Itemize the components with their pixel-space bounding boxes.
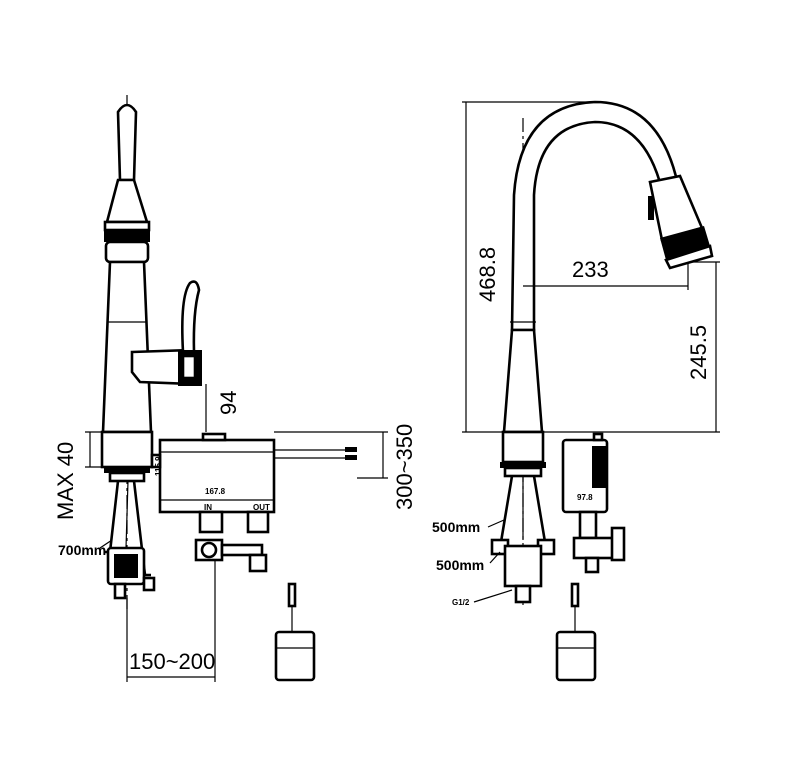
right-control-valve-outlet	[584, 556, 600, 574]
label-115-9: 115.9	[154, 456, 163, 476]
left-spray-head	[105, 178, 149, 224]
right-control-valve	[578, 510, 598, 540]
label-97-8: 97.8	[577, 493, 593, 502]
dim-94: 94	[216, 391, 241, 415]
left-valve-in-knob	[200, 541, 218, 559]
right-control-box-side	[592, 446, 606, 488]
right-hose-2	[532, 475, 548, 549]
left-control-box	[158, 438, 276, 514]
left-valve-bridge	[220, 543, 264, 557]
left-cable-end-1	[345, 447, 357, 452]
label-500mm-bottom-leader	[489, 551, 501, 564]
dim-468-8: 468.8	[475, 247, 500, 302]
label-167-8: 167.8	[205, 487, 226, 496]
left-handle-lever	[181, 280, 201, 354]
dim-150-200: 150~200	[129, 649, 215, 674]
right-faucet-view: 468.8 233 245.5 500mm 500mm G1/2 97.8	[432, 100, 720, 682]
label-g1-2-leader	[473, 589, 513, 603]
left-base	[100, 430, 154, 469]
left-handle-cap-inner	[181, 354, 197, 380]
right-faucet-body	[502, 328, 544, 434]
right-knurled-ring	[660, 226, 710, 260]
dim-max-40: MAX 40	[53, 442, 78, 520]
right-head-tip	[664, 244, 714, 270]
right-control-valve-cap	[610, 526, 626, 562]
left-valve-out	[246, 510, 270, 534]
right-inlet-fitting	[514, 584, 532, 604]
left-hose-3	[125, 480, 129, 549]
right-base	[501, 430, 545, 464]
left-valve-out-body	[248, 553, 268, 573]
left-mount-washer	[108, 471, 146, 483]
left-sensor-cable	[287, 582, 297, 608]
right-mount-washer	[503, 466, 543, 478]
left-cable-end-2	[345, 455, 357, 460]
left-mount-nut	[104, 467, 150, 473]
label-500mm-top-leader	[487, 519, 505, 528]
label-in: IN	[204, 503, 212, 512]
left-box-clip	[150, 453, 162, 469]
left-side-fitting	[142, 576, 156, 592]
left-solenoid-core	[114, 554, 138, 578]
right-sensor-cable	[570, 582, 580, 608]
left-head-ring	[103, 220, 151, 232]
left-faucet-view: MAX 40 94 300~350 150~200 700mm 167.8 11…	[53, 95, 417, 682]
dim-245-5: 245.5	[686, 325, 711, 380]
label-700mm-leader	[99, 539, 113, 549]
left-battery-box	[274, 630, 316, 682]
left-valve-in	[198, 510, 224, 534]
left-spout-tip	[116, 103, 138, 182]
right-battery-box	[555, 630, 597, 682]
right-valve-body	[503, 544, 543, 588]
left-knurled-ring	[104, 230, 150, 242]
left-head-collar	[104, 240, 150, 264]
left-faucet-body	[101, 260, 153, 434]
dim-233: 233	[572, 257, 609, 282]
right-control-box-tab	[592, 432, 604, 442]
right-hose-1	[498, 475, 514, 549]
label-500mm-bottom: 500mm	[436, 557, 484, 573]
right-mount-nut	[500, 462, 546, 468]
dim-300-350: 300~350	[392, 424, 417, 510]
left-inlet-fitting	[113, 582, 127, 600]
label-out: OUT	[253, 503, 270, 512]
right-head-button	[648, 196, 654, 220]
label-700mm: 700mm	[58, 542, 106, 558]
label-500mm-top: 500mm	[432, 519, 480, 535]
left-control-box-tab	[201, 432, 227, 442]
label-g1-2: G1/2	[452, 598, 470, 607]
